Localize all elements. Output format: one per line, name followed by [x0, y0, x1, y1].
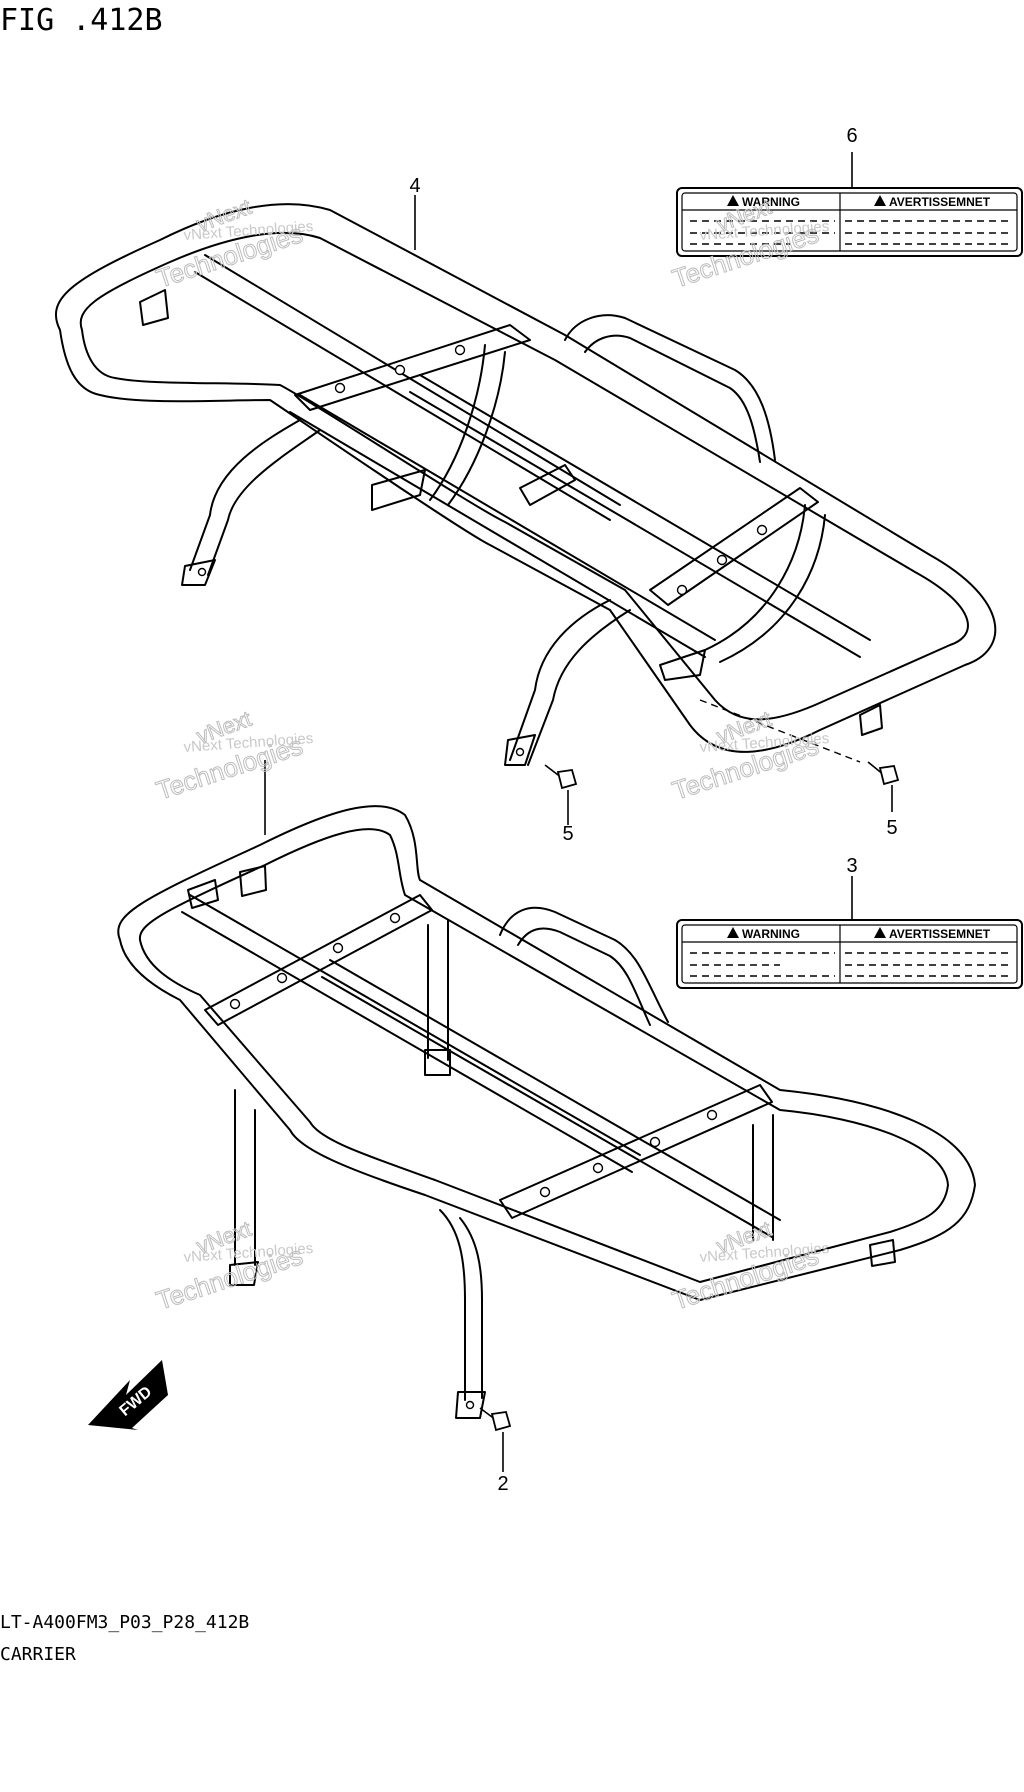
- callout-5a: 5: [562, 823, 573, 845]
- fwd-arrow-icon: FWD: [88, 1360, 168, 1430]
- warning-triangle-icon: [727, 927, 739, 938]
- callout-2: 2: [497, 1473, 508, 1495]
- rear-carrier-frame: [55, 203, 997, 766]
- warning-triangle-icon: [874, 195, 886, 206]
- bolt-5b: [867, 761, 900, 786]
- front-carrier-frame: [117, 805, 976, 1419]
- callout-4: 4: [409, 175, 420, 197]
- callout-5b: 5: [886, 817, 897, 839]
- warning-label-3: WARNING AVERTISSEMNET: [676, 919, 1023, 989]
- figure-caption: CARRIER: [0, 1644, 76, 1665]
- avertissement-text: AVERTISSEMNET: [889, 927, 991, 941]
- warning-text: WARNING: [742, 195, 800, 209]
- bolt-5a: [544, 764, 578, 790]
- watermark-5: vNext Technologies vNext Technologies: [152, 1215, 314, 1316]
- figure-title: FIG .412B: [0, 3, 163, 38]
- warning-triangle-icon: [874, 927, 886, 938]
- model-code: LT-A400FM3_P03_P28_412B: [0, 1612, 249, 1633]
- watermark-4: vNext Technologies vNext Technologies: [668, 705, 830, 806]
- watermark-3: vNext Technologies vNext Technologies: [152, 705, 314, 806]
- watermark-6: vNext Technologies vNext Technologies: [668, 1215, 830, 1316]
- callout-6: 6: [846, 125, 857, 147]
- warning-triangle-icon: [727, 195, 739, 206]
- bolt-2: [479, 1407, 512, 1432]
- warning-text: WARNING: [742, 927, 800, 941]
- guide-line: [699, 699, 861, 763]
- watermark-1: vNext Technologies vNext Technologies: [152, 193, 314, 294]
- avertissement-text: AVERTISSEMNET: [889, 195, 991, 209]
- callout-3: 3: [846, 855, 857, 877]
- warning-label-6: WARNING AVERTISSEMNET: [676, 187, 1023, 257]
